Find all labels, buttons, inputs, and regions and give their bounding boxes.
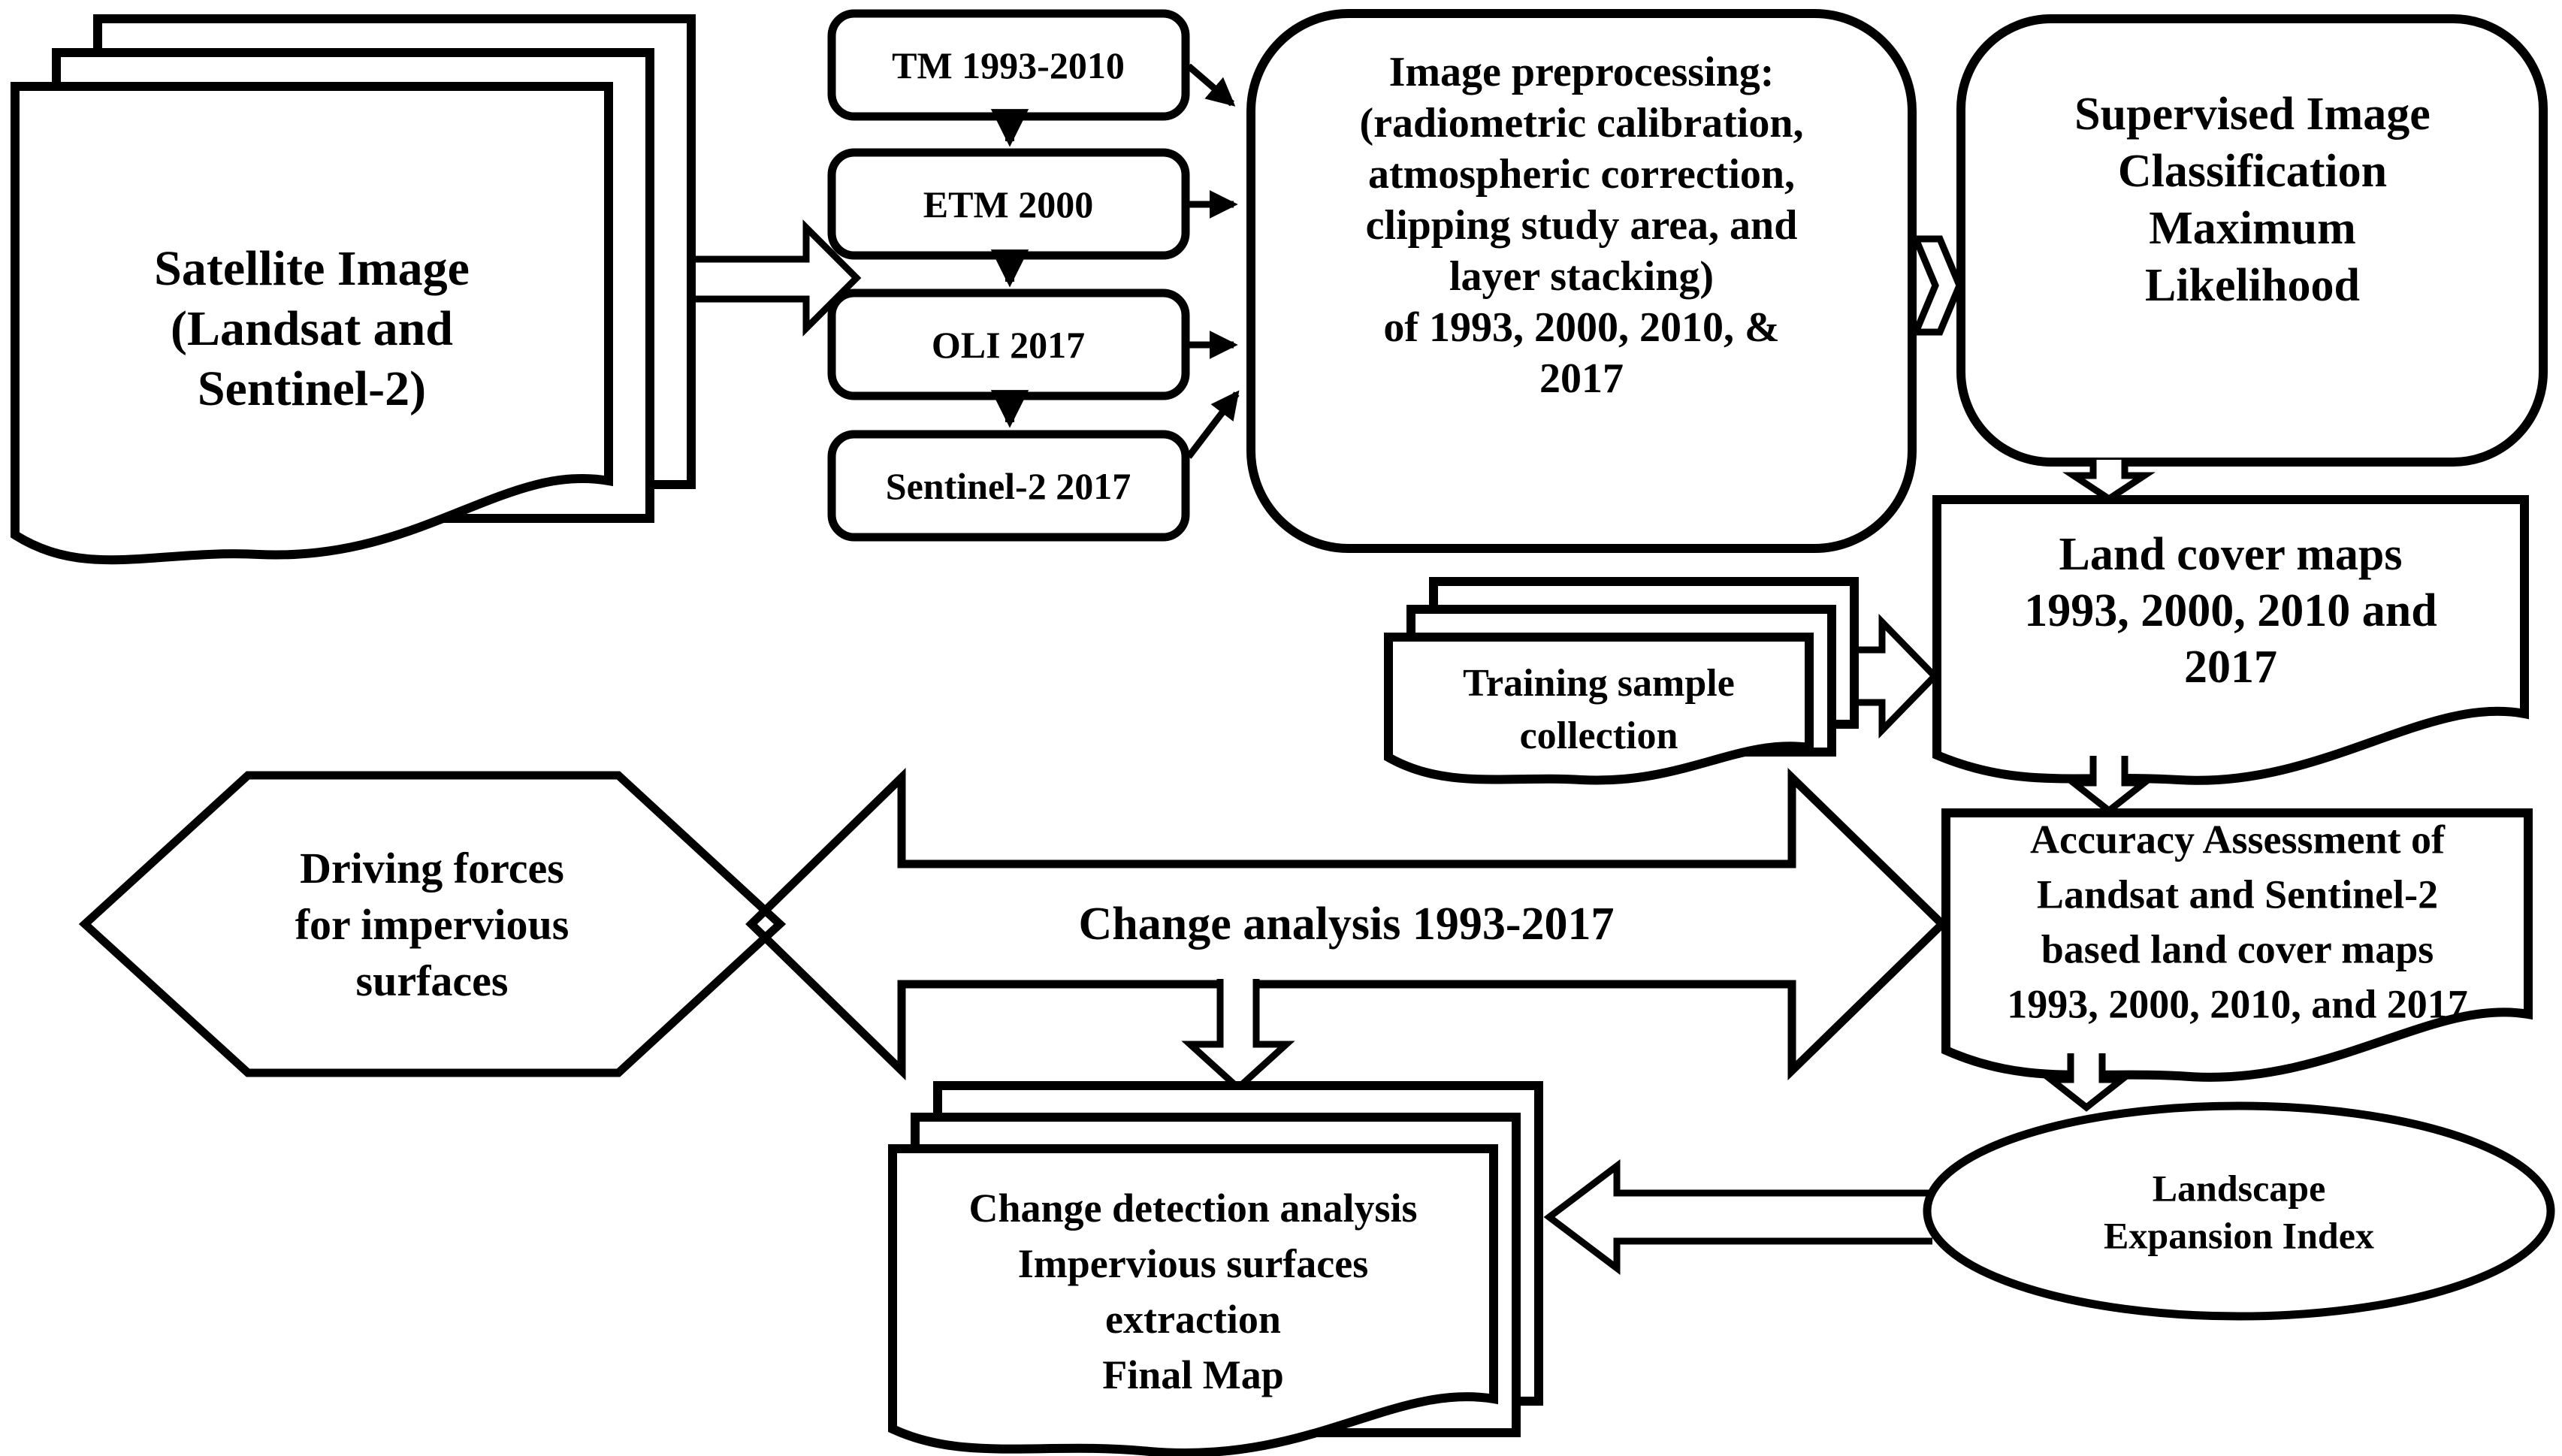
node-land-cover (1932, 495, 2529, 785)
tm-label: TM 1993-2010 (892, 44, 1125, 86)
node-change-detection (888, 1081, 1543, 1456)
sentinel2-label: Sentinel-2 2017 (886, 465, 1131, 507)
arrow-accuracy-to-lei (2041, 1053, 2131, 1112)
node-preprocessing (1246, 9, 1917, 553)
arrow-tm-to-preprocessing (1186, 63, 1236, 107)
etm-label: ETM 2000 (923, 183, 1093, 225)
node-sentinel2 (827, 430, 1190, 542)
node-driving-forces (78, 771, 787, 1077)
node-lei (1923, 1101, 2555, 1321)
change-analysis-label: Change analysis 1993-2017 (1078, 899, 1614, 950)
training-page-front (1384, 633, 1814, 785)
node-satellite-image (11, 14, 696, 565)
node-training (1384, 577, 1859, 785)
node-accuracy (1941, 808, 2533, 1082)
node-classification (1956, 14, 2548, 467)
node-change-analysis-arrow (745, 767, 1948, 1081)
arrow-sentinel2-to-preprocessing (1186, 390, 1240, 459)
changedetection-page-front (888, 1144, 1498, 1456)
arrow-preprocessing-to-classification (1911, 235, 1963, 336)
oli-label: OLI 2017 (932, 324, 1085, 366)
satellite-page-front (11, 82, 613, 565)
preprocessing-label: Image preprocessing:(radiometric calibra… (1360, 49, 1804, 402)
arrow-changeanalysis-to-changedetection (1181, 979, 1295, 1093)
arrow-lei-to-changedetection (1543, 1158, 1932, 1276)
